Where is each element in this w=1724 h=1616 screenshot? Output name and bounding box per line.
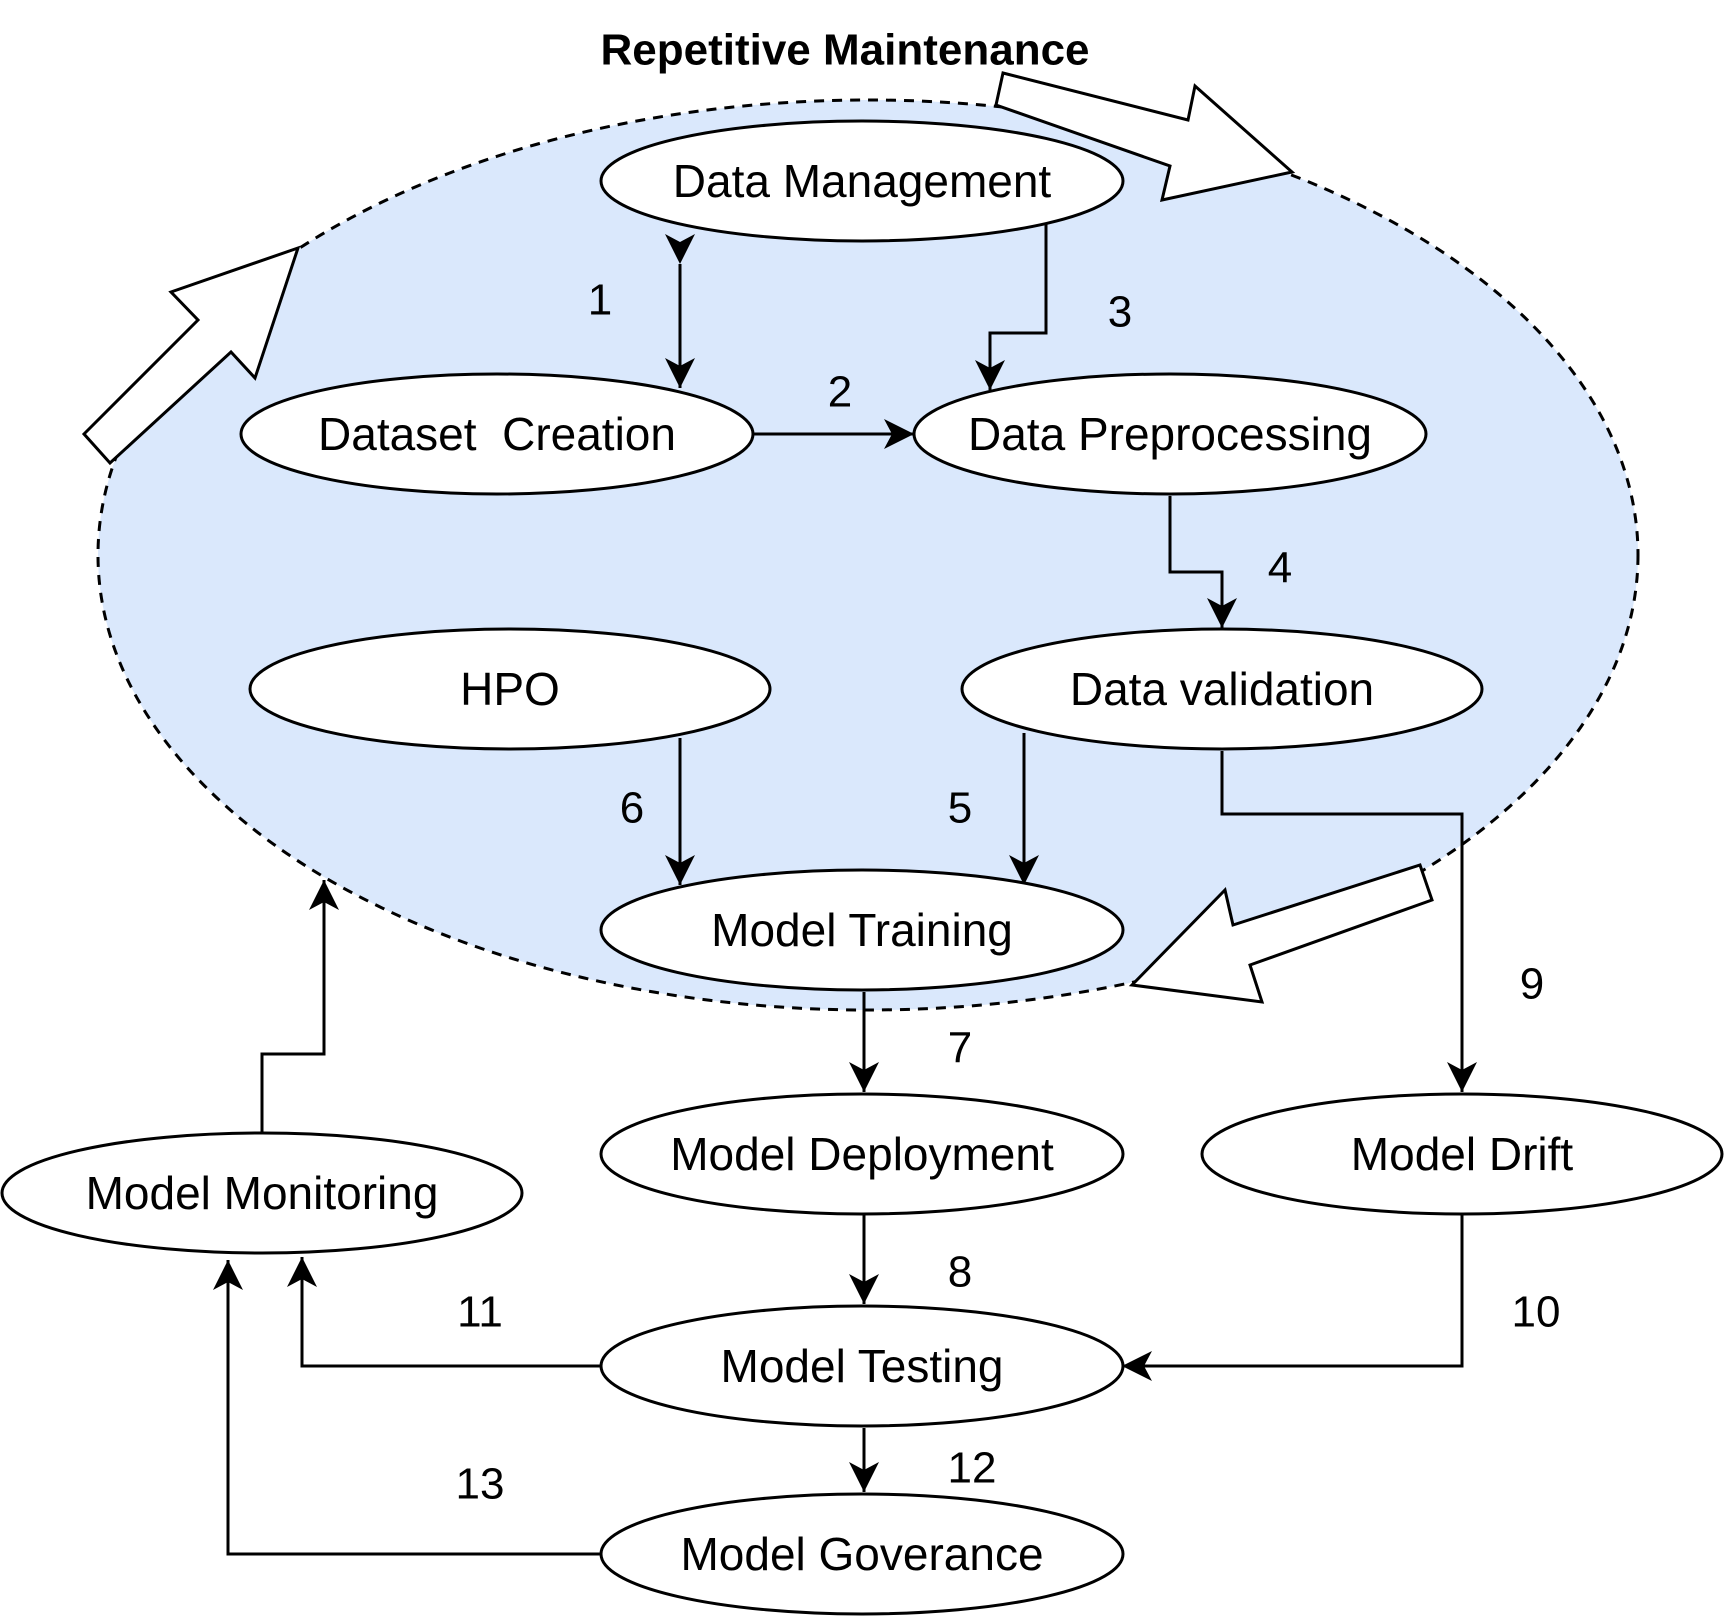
label-model-deployment: Model Deployment <box>670 1128 1054 1180</box>
edge-label-4: 4 <box>1268 544 1292 593</box>
node-dataset-creation <box>239 372 755 496</box>
edges <box>213 194 1477 1556</box>
label-model-governance: Model Goverance <box>680 1528 1043 1580</box>
edge-label-5: 5 <box>948 784 972 833</box>
label-dataset-creation: Dataset Creation <box>318 408 676 460</box>
edge-label-6: 6 <box>620 784 644 833</box>
edge-label-11: 11 <box>457 1288 503 1337</box>
edge-11 <box>287 1257 600 1368</box>
label-model-testing: Model Testing <box>721 1340 1004 1392</box>
node-model-testing <box>599 1304 1125 1428</box>
cycle-arrow-top-right <box>994 71 1296 202</box>
node-model-training <box>599 868 1125 992</box>
label-model-training: Model Training <box>711 904 1013 956</box>
edge-label-7: 7 <box>948 1024 972 1073</box>
edge-label-9: 9 <box>1520 960 1544 1009</box>
node-hpo <box>248 627 772 751</box>
edge-10 <box>1122 1215 1464 1381</box>
edge-3 <box>975 194 1061 390</box>
node-data-validation <box>960 627 1484 751</box>
diagram-title: Repetitive Maintenance <box>600 26 1089 75</box>
repetitive-maintenance-cycle <box>96 98 1640 1012</box>
edge-label-3: 3 <box>1108 288 1132 337</box>
label-data-preprocessing: Data Preprocessing <box>968 408 1372 460</box>
edge-13 <box>213 1260 600 1556</box>
label-data-management: Data Management <box>673 155 1052 207</box>
edge-label-1: 1 <box>588 276 612 325</box>
cycle-arrow-top-left <box>81 245 301 466</box>
edge-label-2: 2 <box>828 368 852 417</box>
cycle-arrow-bottom-right <box>1128 863 1434 1004</box>
edge-label-10: 10 <box>1512 1288 1561 1337</box>
edge-label-8: 8 <box>948 1248 972 1297</box>
node-model-monitoring <box>0 1131 524 1255</box>
label-model-drift: Model Drift <box>1351 1128 1574 1180</box>
node-data-management <box>599 119 1125 243</box>
node-model-deployment <box>599 1092 1125 1216</box>
node-model-governance <box>599 1492 1125 1616</box>
edge-label-12: 12 <box>948 1444 997 1493</box>
node-model-drift <box>1200 1092 1724 1216</box>
label-hpo: HPO <box>460 663 560 715</box>
label-model-monitoring: Model Monitoring <box>86 1167 439 1219</box>
nodes <box>0 119 1724 1616</box>
edge-label-13: 13 <box>456 1460 505 1509</box>
node-data-preprocessing <box>912 372 1428 496</box>
label-data-validation: Data validation <box>1070 663 1374 715</box>
edge-monitoring-feedback <box>260 880 339 1132</box>
edge-9 <box>1220 751 1477 1092</box>
edge-4 <box>1155 466 1237 628</box>
